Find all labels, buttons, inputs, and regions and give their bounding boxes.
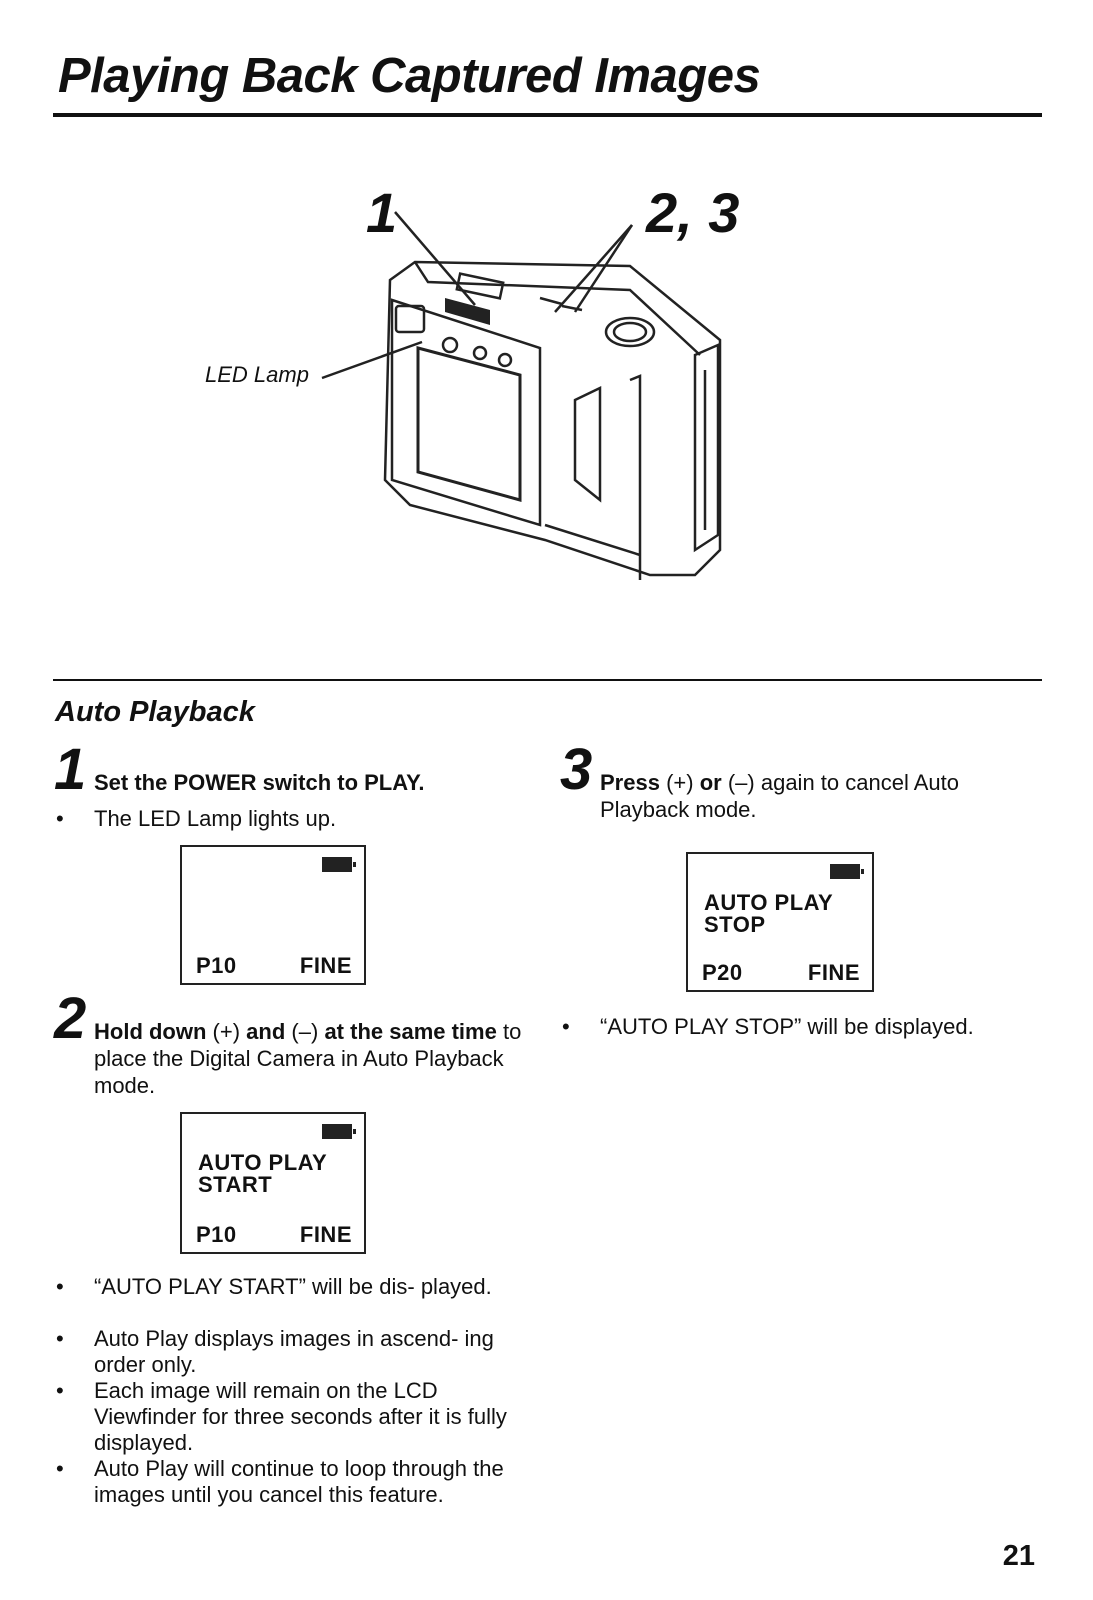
lcd-message-line-1: AUTO PLAY xyxy=(198,1150,328,1175)
lcd-quality: FINE xyxy=(299,1222,352,1247)
leader-arrow-icon xyxy=(573,224,634,313)
lcd-picture-code: P10 xyxy=(196,1222,237,1247)
step-2-text: Hold down (+) and (–) at the same time t… xyxy=(94,1018,534,1099)
step-2-bullet-2: Auto Play displays images in ascend- ing… xyxy=(56,1326,524,1378)
page-title: Playing Back Captured Images xyxy=(58,49,761,103)
minus-symbol: (–) xyxy=(727,770,755,795)
step-1-bullet: The LED Lamp lights up. xyxy=(56,806,336,832)
led-lamp-label: LED Lamp xyxy=(205,362,309,387)
callout-2-3: 2, 3 xyxy=(646,181,740,244)
lcd-screen-step-3: AUTO PLAY STOP P20 FINE xyxy=(686,852,874,992)
step-2-number: 2 xyxy=(54,986,87,1051)
step-1-text: Set the POWER switch to PLAY. xyxy=(94,770,425,795)
plus-symbol: (+) xyxy=(666,770,694,795)
lcd-picture-code: P20 xyxy=(702,960,743,985)
step-2-bold-same-time: at the same time xyxy=(324,1019,497,1044)
lcd-message-line-2: STOP xyxy=(704,912,766,937)
step-2-bold-hold: Hold down xyxy=(94,1019,207,1044)
step-2-bold-and: and xyxy=(246,1019,286,1044)
step-2-bullet-4: Auto Play will continue to loop through … xyxy=(56,1456,524,1508)
lcd-picture-code: P10 xyxy=(196,953,237,978)
battery-icon xyxy=(322,1124,356,1139)
lcd-message: AUTO PLAY START xyxy=(198,1152,327,1196)
lcd-quality: FINE xyxy=(299,953,352,978)
camera-illustration xyxy=(321,211,722,580)
step-1-number: 1 xyxy=(54,737,87,802)
step-3-rest: again to cancel Auto Playback mode. xyxy=(600,770,959,822)
step-2-rest: to place the Digital Camera in Auto Play… xyxy=(94,1019,522,1098)
step-3-number: 3 xyxy=(560,737,593,802)
section-heading: Auto Playback xyxy=(55,696,255,728)
plus-symbol: (+) xyxy=(212,1019,241,1044)
lcd-message-line-1: AUTO PLAY xyxy=(704,890,834,915)
minus-symbol: (–) xyxy=(291,1019,319,1044)
step-3-bold-or: or xyxy=(699,770,722,795)
lcd-screen-step-1: P10 FINE xyxy=(180,845,366,985)
lcd-message-line-2: START xyxy=(198,1172,273,1197)
callout-1: 1 xyxy=(366,181,398,244)
lcd-screen-step-2: AUTO PLAY START P10 FINE xyxy=(180,1112,366,1254)
battery-icon xyxy=(322,857,356,872)
page-number: 21 xyxy=(1002,1540,1035,1572)
lcd-quality: FINE xyxy=(807,960,860,985)
step-2-bullet-3: Each image will remain on the LCD Viewfi… xyxy=(56,1378,524,1456)
battery-icon xyxy=(830,864,864,879)
step-3-text: Press (+) or (–) again to cancel Auto Pl… xyxy=(600,769,1030,823)
title-rule xyxy=(53,113,1042,117)
section-rule xyxy=(53,679,1042,681)
step-2-bullet-1: “AUTO PLAY START” will be dis- played. xyxy=(56,1274,524,1300)
step-3-bold-press: Press xyxy=(600,770,660,795)
leader-arrow-icon xyxy=(321,340,423,380)
step-3-bullet: “AUTO PLAY STOP” will be displayed. xyxy=(562,1014,1040,1040)
leader-arrow-icon xyxy=(554,224,633,313)
lcd-message: AUTO PLAY STOP xyxy=(704,892,833,936)
